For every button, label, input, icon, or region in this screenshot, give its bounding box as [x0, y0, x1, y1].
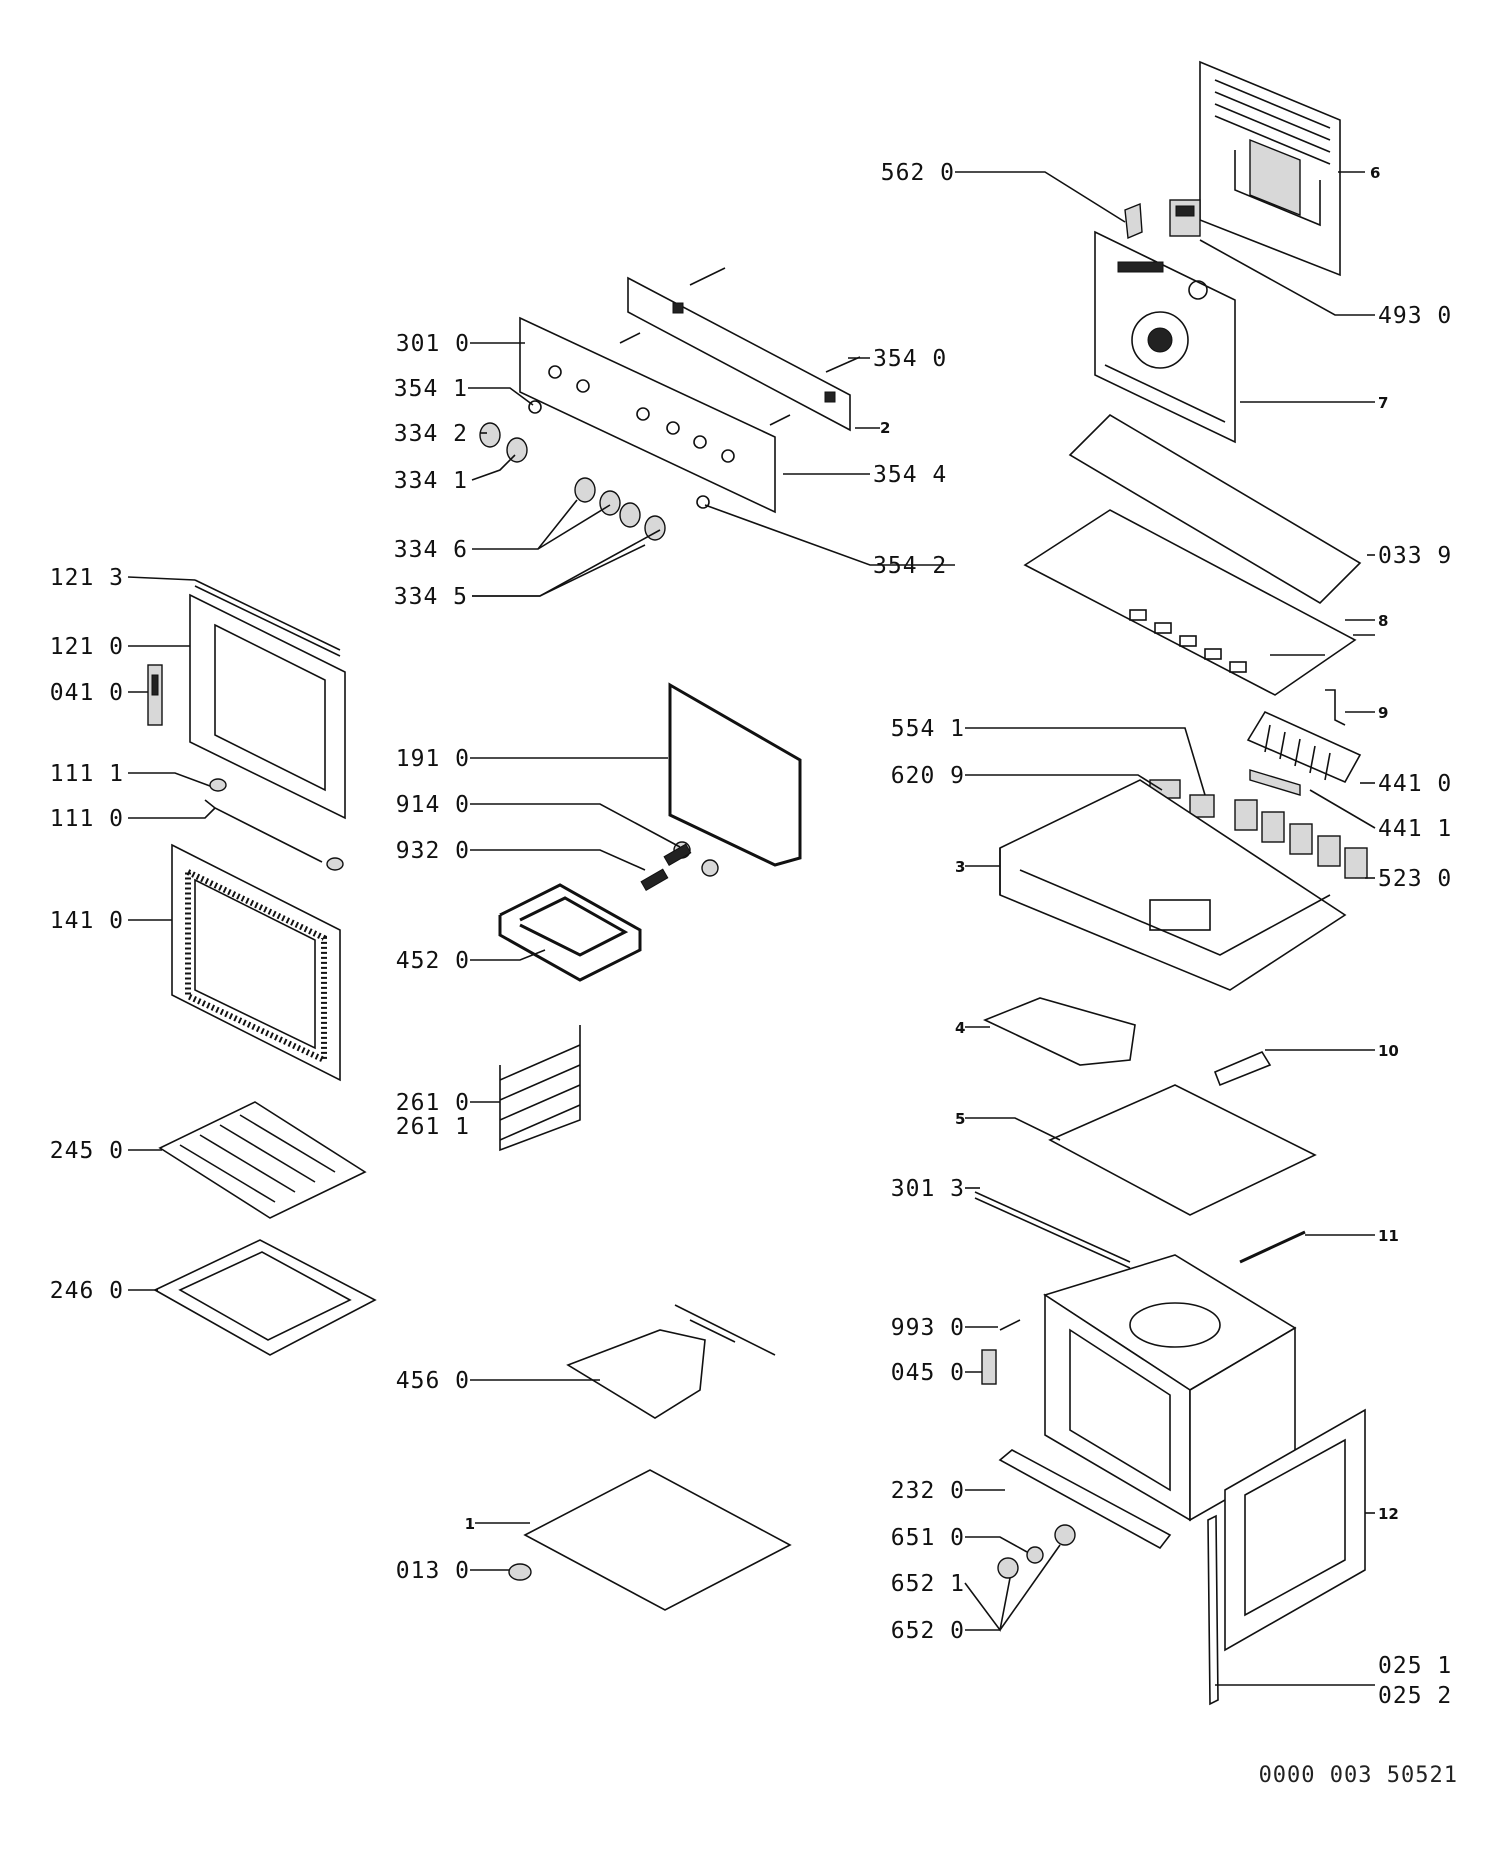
label-3: 3 [955, 858, 965, 876]
part-foot [508, 1563, 532, 1581]
label-261-1: 261 1 [396, 1114, 470, 1140]
part-tangential-fan [1246, 710, 1362, 784]
label-041-0: 041 0 [50, 680, 124, 706]
part-fan-back-wall [1094, 230, 1236, 444]
part-deflector [983, 997, 1136, 1066]
part-outer-door-glass [171, 843, 341, 1082]
part-bottom-trim [998, 1449, 1172, 1550]
label-033-9: 033 9 [1378, 543, 1452, 569]
label-993-0: 993 0 [891, 1315, 965, 1341]
label-12: 12 [1378, 1505, 1399, 1523]
label-334-5: 334 5 [394, 584, 468, 610]
part-small-clip [1325, 689, 1346, 726]
part-side-shelf-rack [499, 1025, 581, 1152]
label-013-0: 013 0 [396, 1558, 470, 1584]
part-door-hinge [147, 664, 163, 726]
label-493-0: 493 0 [1378, 303, 1452, 329]
label-354-4: 354 4 [873, 462, 947, 488]
label-045-0: 045 0 [891, 1360, 965, 1386]
part-rear-cover-panel [1199, 60, 1341, 277]
label-246-0: 246 0 [50, 1278, 124, 1304]
label-111-0: 111 0 [50, 806, 124, 832]
label-334-2: 334 2 [394, 421, 468, 447]
label-441-0: 441 0 [1378, 771, 1452, 797]
part-vertical-side-strip [1207, 1514, 1219, 1706]
part-inner-door-frame [189, 593, 346, 820]
part-oven-cavity [1043, 1254, 1297, 1522]
drawing-reference-code: 0000 003 50521 [1259, 1763, 1458, 1788]
label-562-0: 562 0 [881, 160, 955, 186]
part-door-seal [668, 682, 802, 867]
label-354-1: 354 1 [394, 376, 468, 402]
part-control-housing [999, 779, 1347, 991]
label-121-0: 121 0 [50, 634, 124, 660]
part-bottom-knobs [997, 1524, 1076, 1579]
label-025-2: 025 2 [1378, 1683, 1452, 1709]
part-top-cover [1023, 509, 1357, 696]
label-932-0: 932 0 [396, 838, 470, 864]
part-562-bracket [1124, 202, 1143, 240]
label-5: 5 [955, 1110, 965, 1128]
label-354-0: 354 0 [873, 346, 947, 372]
label-8: 8 [1378, 612, 1388, 630]
label-7: 7 [1378, 394, 1388, 412]
part-screws [619, 267, 861, 426]
label-651-0: 651 0 [891, 1525, 965, 1551]
part-baking-tray [153, 1239, 377, 1356]
label-652-1: 652 1 [891, 1571, 965, 1597]
part-side-strip [1213, 1050, 1272, 1087]
label-10: 10 [1378, 1042, 1399, 1060]
leader-lines [127, 171, 1376, 1686]
label-620-9: 620 9 [891, 763, 965, 789]
label-301-3: 301 3 [891, 1176, 965, 1202]
label-261-0: 261 0 [396, 1090, 470, 1116]
part-oven-side-panel [1224, 1408, 1366, 1652]
part-base-plate [523, 1469, 792, 1611]
label-554-1: 554 1 [891, 716, 965, 742]
label-111-1: 111 1 [50, 761, 124, 787]
part-door-trim-strip [194, 579, 341, 657]
label-441-1: 441 1 [1378, 816, 1452, 842]
part-element-fittings [640, 841, 719, 892]
part-control-bracket [627, 276, 851, 432]
label-652-0: 652 0 [891, 1618, 965, 1644]
label-334-1: 334 1 [394, 468, 468, 494]
part-pizza-peel [566, 1304, 776, 1419]
part-control-fascia [519, 316, 776, 514]
label-4: 4 [955, 1019, 965, 1037]
label-232-0: 232 0 [891, 1478, 965, 1504]
label-141-0: 141 0 [50, 908, 124, 934]
label-9: 9 [1378, 704, 1388, 722]
part-cavity-fixings [981, 1319, 1021, 1385]
label-914-0: 914 0 [396, 792, 470, 818]
part-grill-heating-element [498, 883, 642, 982]
part-bottom-cover-sheet [1048, 1084, 1317, 1216]
part-493-thermostat [1169, 199, 1201, 237]
part-insulation-sheet [1068, 413, 1362, 605]
label-1: 1 [465, 1515, 475, 1533]
part-thin-rod [1239, 1230, 1306, 1264]
part-rail-strip [974, 1191, 1131, 1269]
label-245-0: 245 0 [50, 1138, 124, 1164]
label-191-0: 191 0 [396, 746, 470, 772]
label-6: 6 [1370, 164, 1380, 182]
label-456-0: 456 0 [396, 1368, 470, 1394]
label-11: 11 [1378, 1227, 1399, 1245]
part-labels: 562 0 6 493 0 301 0 354 0 354 1 2 334 2 … [50, 160, 1458, 1788]
part-control-components [1234, 799, 1368, 879]
label-523-0: 523 0 [1378, 866, 1452, 892]
label-301-0: 301 0 [396, 331, 470, 357]
label-2: 2 [880, 419, 890, 437]
label-025-1: 025 1 [1378, 1653, 1452, 1679]
label-334-6: 334 6 [394, 537, 468, 563]
label-121-3: 121 3 [50, 565, 124, 591]
part-terminal-strip [1249, 769, 1301, 796]
label-452-0: 452 0 [396, 948, 470, 974]
part-control-knobs [479, 400, 710, 541]
part-wire-shelf [158, 1101, 367, 1219]
label-354-2: 354 2 [873, 553, 947, 579]
